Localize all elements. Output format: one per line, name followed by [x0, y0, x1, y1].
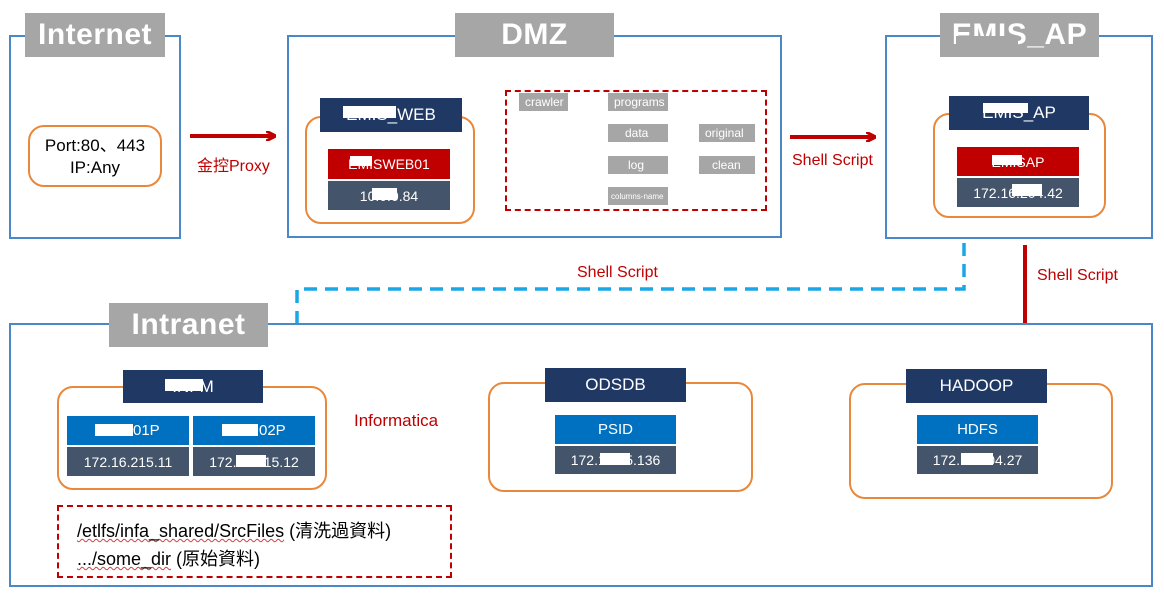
redaction-mark	[95, 424, 133, 436]
redaction-mark	[372, 188, 397, 200]
tree-node-columns-name: columns-name	[608, 187, 668, 205]
hadoop-title-text: HADOOP	[939, 376, 1014, 395]
web-host: EMISWEB01	[328, 149, 450, 179]
dir-line-clean: /etlfs/infa_shared/SrcFiles (清洗過資料)	[77, 517, 450, 543]
shell-script-label-1: Shell Script	[792, 152, 873, 169]
odsdb-title-text: ODSDB	[585, 375, 646, 394]
internet-port-box: Port:80、443 IP:Any	[28, 125, 162, 187]
port-line: Port:80、443	[44, 136, 146, 155]
dir-line-raw: .../some_dir (原始資料)	[77, 545, 450, 571]
ap-zone-label: EMIS_AP	[940, 13, 1099, 57]
redaction-mark	[992, 155, 1022, 165]
shell-arrow-2	[297, 243, 966, 368]
ap-title: EMIS_AP	[949, 96, 1089, 130]
redaction-mark	[343, 106, 396, 118]
ip-line: IP:Any	[69, 158, 121, 177]
shell-script-label-2: Shell Script	[577, 264, 658, 281]
odsdb-sub: PSID	[555, 415, 676, 444]
redaction-mark	[1012, 184, 1042, 196]
shell-script-label-3: Shell Script	[1037, 267, 1118, 284]
informatica-label: Informatica	[354, 411, 439, 430]
odsdb-sub-text: PSID	[597, 421, 633, 438]
infa-ip-1-text: 172.16.215.11	[83, 453, 173, 470]
redaction-mark	[236, 455, 266, 467]
directory-callout: /etlfs/infa_shared/SrcFiles (清洗過資料) .../…	[57, 505, 452, 578]
redaction-mark	[165, 379, 203, 391]
proxy-label: 金控Proxy	[197, 158, 270, 175]
tree-node-original: original	[699, 124, 755, 142]
hadoop-sub-text: HDFS	[957, 421, 998, 438]
crawler-tree-callout	[505, 90, 767, 211]
hadoop-title: HADOOP	[906, 369, 1047, 403]
tree-node-data: data	[608, 124, 668, 142]
odsdb-title: ODSDB	[545, 368, 686, 402]
redaction-mark	[222, 424, 258, 436]
dmz-zone-label: DMZ	[455, 13, 614, 57]
redaction-mark	[961, 453, 993, 465]
tree-node-log: log	[608, 156, 668, 174]
tree-node-programs: programs	[608, 93, 668, 111]
redaction-mark	[983, 103, 1028, 113]
dir-path-raw: .../some_dir	[77, 549, 172, 569]
dir-note-raw: (原始資料)	[171, 549, 261, 569]
dir-note-clean: (清洗過資料)	[284, 521, 392, 541]
redaction-mark	[600, 453, 630, 465]
infa-ip-1: 172.16.215.11	[67, 447, 189, 476]
internet-zone-label: Internet	[25, 13, 165, 57]
hadoop-sub: HDFS	[917, 415, 1038, 444]
redaction-mark	[956, 36, 1018, 48]
tree-node-clean: clean	[699, 156, 755, 174]
intranet-zone-label: Intranet	[109, 303, 268, 347]
tree-node-crawler: crawler	[519, 93, 568, 111]
redaction-mark	[350, 156, 372, 166]
dir-path-clean: /etlfs/infa_shared/SrcFiles	[77, 521, 285, 541]
